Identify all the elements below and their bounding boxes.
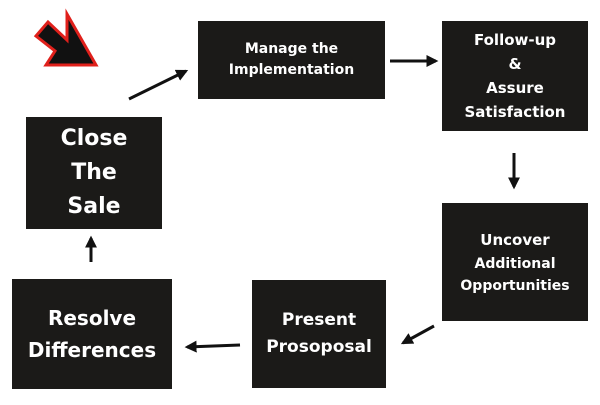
node-label-line: Satisfaction xyxy=(464,103,566,121)
node-label-line: & xyxy=(508,55,522,73)
node-present-proposal: Present Prosoposal xyxy=(252,280,386,388)
node-label-line: Additional xyxy=(474,255,556,272)
node-label-line: Differences xyxy=(27,338,157,362)
node-label-line: Sale xyxy=(67,194,121,219)
node-label-line: Follow-up xyxy=(473,31,557,49)
node-label-line: Present xyxy=(281,310,357,330)
node-label-line: Uncover xyxy=(480,230,550,249)
node-manage-implementation: Manage the Implementation xyxy=(198,21,385,99)
arrow-uncover-to-present xyxy=(400,324,435,345)
node-uncover-additional-opportunities: Uncover Additional Opportunities xyxy=(442,203,588,321)
node-label-line: Opportunities xyxy=(460,277,570,294)
node-label-line: Prosoposal xyxy=(266,337,372,357)
node-label-line: The xyxy=(71,160,117,185)
node-follow-up-assure-satisfaction: Follow-up & Assure Satisfaction xyxy=(442,21,588,131)
node-resolve-differences: Resolve Differences xyxy=(12,279,172,389)
node-label-line: Implementation xyxy=(228,62,355,78)
node-label-line: Resolve xyxy=(47,306,137,330)
arrow-present-to-resolve xyxy=(184,340,241,353)
arrow-close-to-manage xyxy=(128,69,189,101)
node-label-line: Close xyxy=(60,126,128,151)
node-close-the-sale: Close The Sale xyxy=(26,117,162,229)
node-label-line: Manage the xyxy=(244,41,339,57)
node-label-line: Assure xyxy=(486,79,544,97)
red-pointer-arrow-icon xyxy=(33,8,99,67)
